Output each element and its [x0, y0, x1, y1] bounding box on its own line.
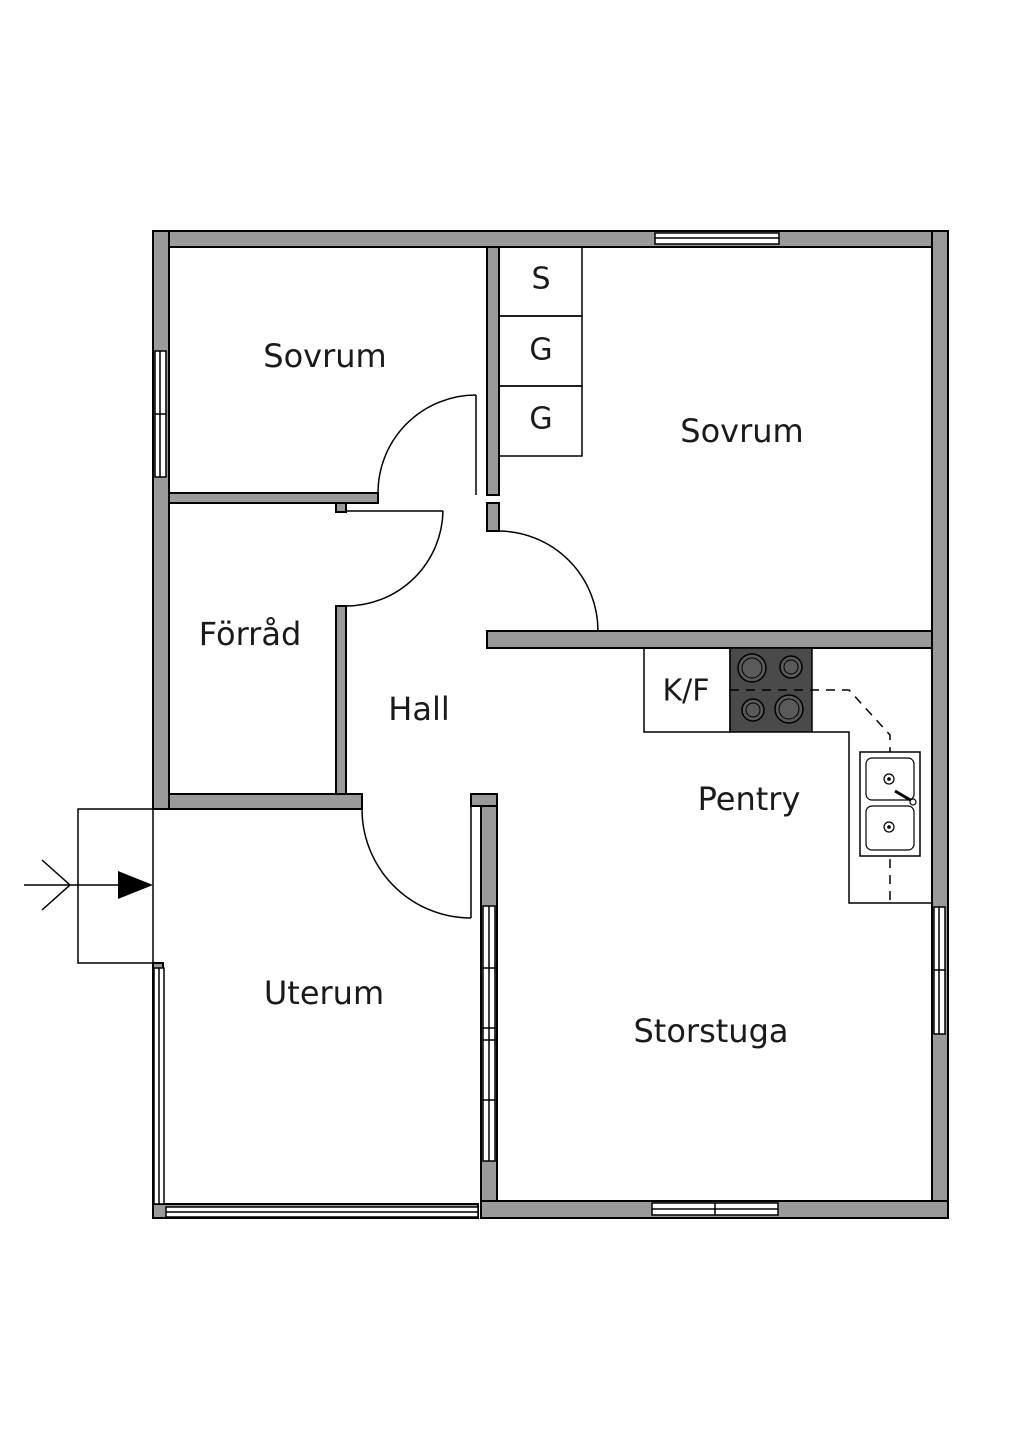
- room-labels: Sovrum Sovrum Förråd Hall Pentry Uterum …: [199, 337, 804, 1050]
- room-label-uterum: Uterum: [264, 974, 384, 1012]
- wall-bedrooms-divider-lower: [486, 502, 500, 532]
- wardrobe-g2: [498, 385, 583, 457]
- wall-right: [931, 230, 949, 1219]
- room-label-pentry: Pentry: [698, 780, 801, 818]
- wall-top: [152, 230, 949, 248]
- door-sovrum-right: [498, 530, 599, 632]
- room-label-storstuga: Storstuga: [633, 1012, 788, 1050]
- room-label-forrad: Förråd: [199, 615, 302, 653]
- room-label-hall: Hall: [388, 690, 449, 728]
- entrance-arrow-tail-icon: [41, 859, 72, 911]
- fridge-freezer-label: K/F: [662, 674, 709, 709]
- door-sovrum-left: [377, 394, 477, 496]
- wall-left-upper: [152, 230, 170, 810]
- room-label-sovrum-left: Sovrum: [263, 337, 386, 375]
- wall-sovrum-forrad: [168, 492, 379, 504]
- wall-sovrum-pentry: [486, 630, 933, 649]
- wall-hall-storstuga-cap: [470, 793, 498, 807]
- interior-walls: [168, 246, 933, 1202]
- windows: [153, 232, 946, 1218]
- door-uterum: [361, 806, 472, 919]
- door-forrad: [345, 510, 444, 607]
- wardrobe-g2-label: G: [529, 402, 552, 437]
- wardrobes: S G G: [498, 246, 583, 457]
- wall-bedrooms-divider-upper: [486, 246, 500, 496]
- entrance-arrow-icon: [118, 871, 153, 899]
- entrance-step: [77, 808, 154, 964]
- wardrobe-g1-label: G: [529, 333, 552, 368]
- entrance: [24, 808, 154, 964]
- kitchenette: K/F: [643, 647, 932, 904]
- sink-icon: [859, 751, 921, 857]
- wall-forrad-hall: [335, 605, 347, 803]
- doors: [345, 394, 599, 919]
- wall-forrad-stub: [335, 502, 347, 513]
- wall-forrad-uterum: [168, 793, 363, 810]
- exterior-walls: [152, 230, 949, 1219]
- wardrobe-s-label: S: [531, 262, 550, 297]
- room-label-sovrum-right: Sovrum: [680, 412, 803, 450]
- counter-outline: [812, 731, 932, 904]
